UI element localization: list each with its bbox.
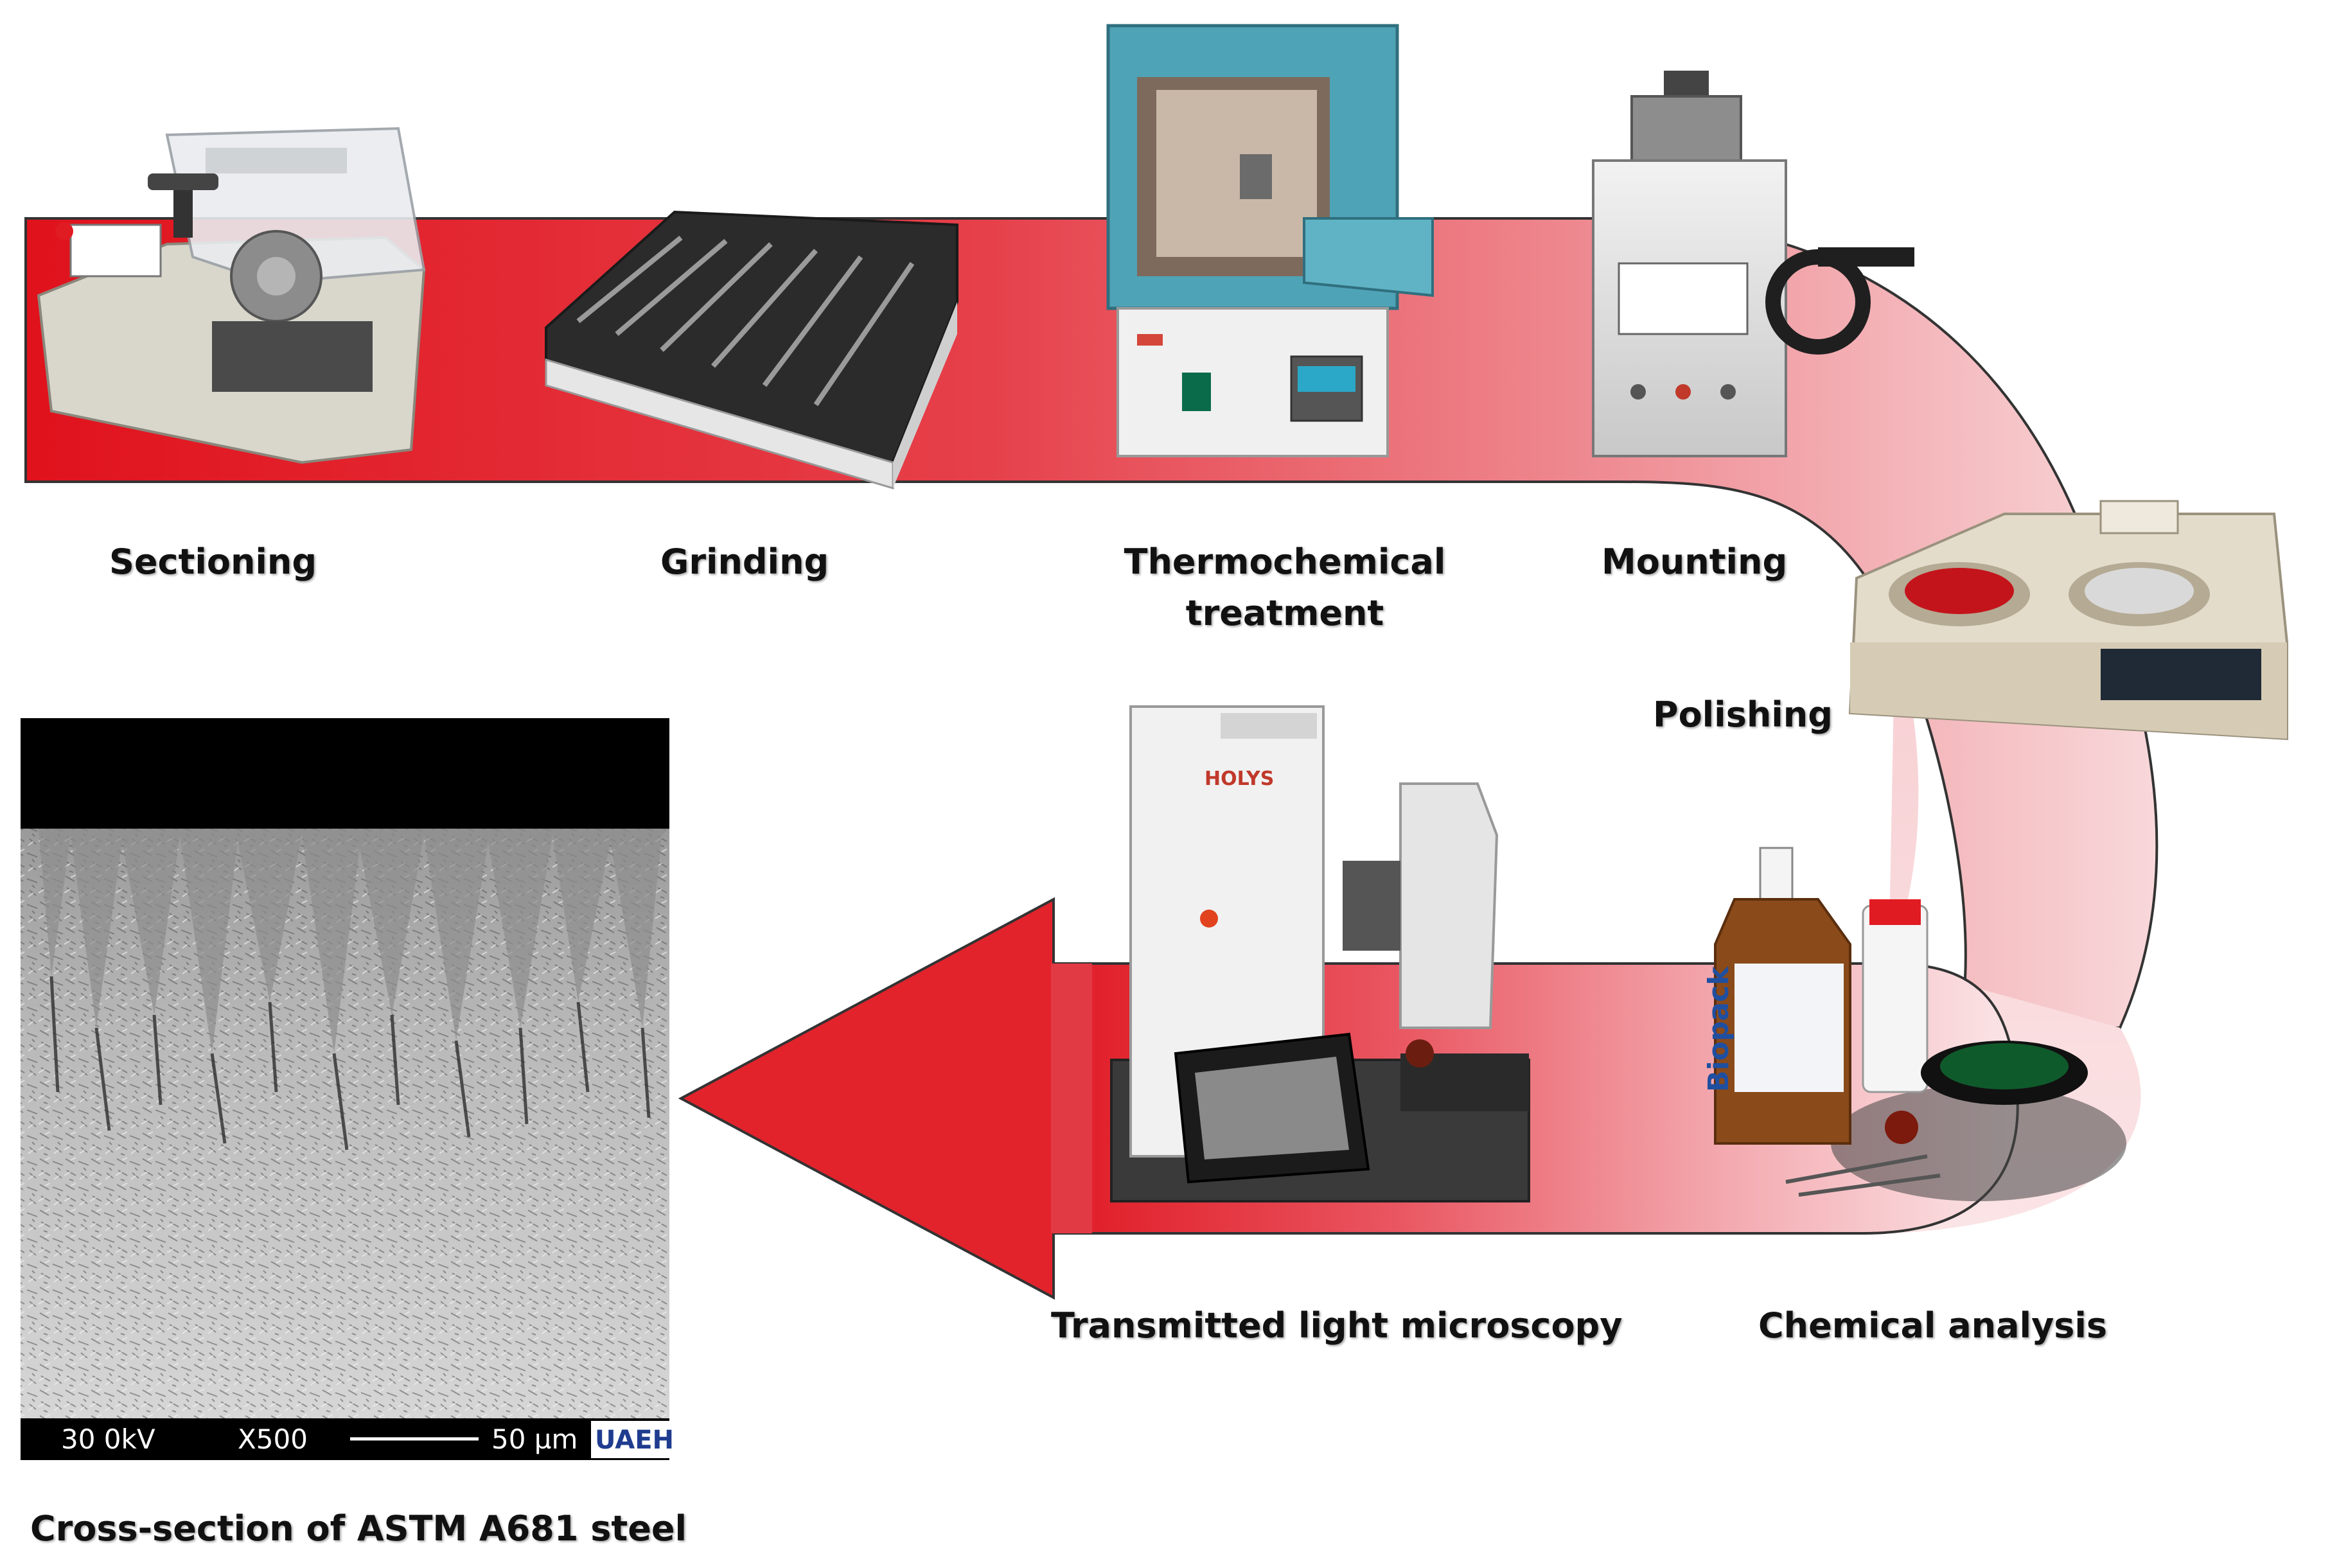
- label-chemical-analysis: Chemical analysis: [1758, 1305, 2108, 1346]
- label-sectioning: Sectioning: [109, 542, 317, 582]
- label-transmitted-light-microscopy: Transmitted light microscopy: [1051, 1305, 1623, 1346]
- arrow-body-fill: [1051, 964, 1092, 1233]
- sem-voltage: 30 0kV: [61, 1423, 155, 1455]
- label-mounting: Mounting: [1602, 542, 1788, 582]
- furnace: [1106, 24, 1434, 457]
- uaeh-logo: UAEH: [595, 1425, 674, 1455]
- label-thermochemical-line1: Thermochemical: [1124, 542, 1446, 582]
- label-polishing: Polishing: [1653, 694, 1833, 735]
- label-thermochemical: Thermochemical treatment: [1092, 536, 1478, 639]
- grinding-plate: [545, 210, 958, 490]
- sem-scale-label: 50 µm: [491, 1423, 578, 1455]
- arrow-head: [678, 897, 1055, 1300]
- sem-micrograph: 30 0kV X500 50 µm UAEH: [21, 718, 674, 1460]
- reagent-brand: Biopack: [1702, 965, 1735, 1092]
- sectioning-machine: [37, 127, 426, 464]
- chemical-reagents: [1714, 847, 2126, 1201]
- micrograph-info-bar: [21, 1418, 669, 1460]
- microscope-brand: HOLYS: [1205, 768, 1274, 790]
- mounting-press: [1592, 71, 1914, 457]
- sem-magnification: X500: [238, 1423, 308, 1455]
- label-grinding: Grinding: [660, 542, 829, 582]
- micrograph-caption: Cross-section of ASTM A681 steel: [30, 1508, 687, 1549]
- microscope: [1110, 705, 1530, 1202]
- polishing-machine: [1848, 500, 2288, 741]
- label-thermochemical-line2: treatment: [1185, 593, 1384, 633]
